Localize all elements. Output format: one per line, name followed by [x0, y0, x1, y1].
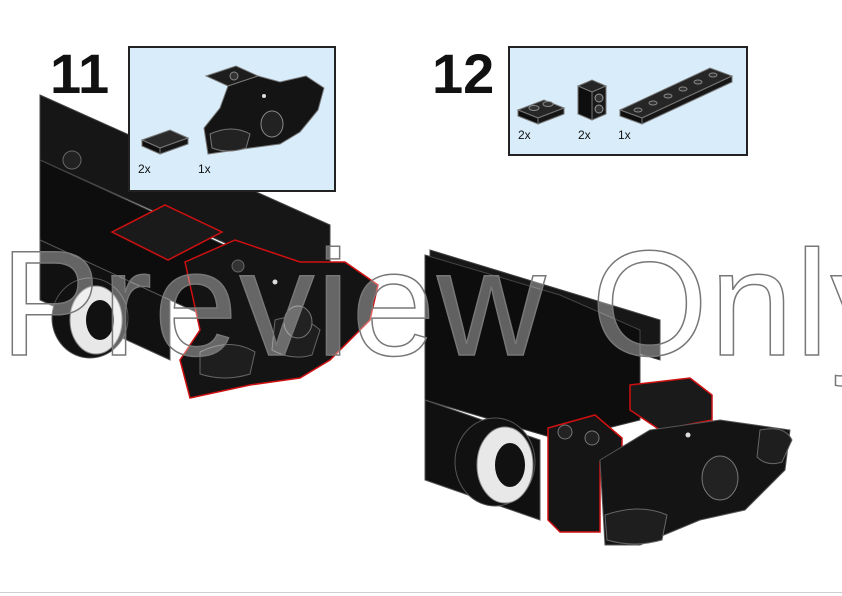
- parts-list-step-11: 2x 1x: [128, 46, 336, 192]
- parts-list-step-12-art: [516, 67, 734, 125]
- step-number-11: 11: [50, 42, 110, 105]
- plate-1x6-icon: [618, 67, 734, 125]
- step-12-assembly: [424, 249, 793, 546]
- part-qty: 1x: [198, 162, 211, 176]
- step-11-assembly: [39, 94, 379, 399]
- part-qty: 2x: [138, 162, 151, 176]
- plate-1x2-icon: [516, 99, 566, 125]
- part-qty: 2x: [518, 128, 531, 142]
- step-number-12: 12: [432, 42, 495, 105]
- part-qty: 1x: [618, 128, 631, 142]
- brick-1x1-studs-side-icon: [576, 79, 608, 121]
- parts-list-step-12: 2x 2x 1x: [508, 46, 748, 156]
- tile-1x2-icon: [140, 129, 190, 155]
- part-qty: 2x: [578, 128, 591, 142]
- train-coupler-icon: [203, 65, 325, 155]
- parts-list-step-11-art: [140, 65, 325, 155]
- page-divider: [0, 592, 842, 593]
